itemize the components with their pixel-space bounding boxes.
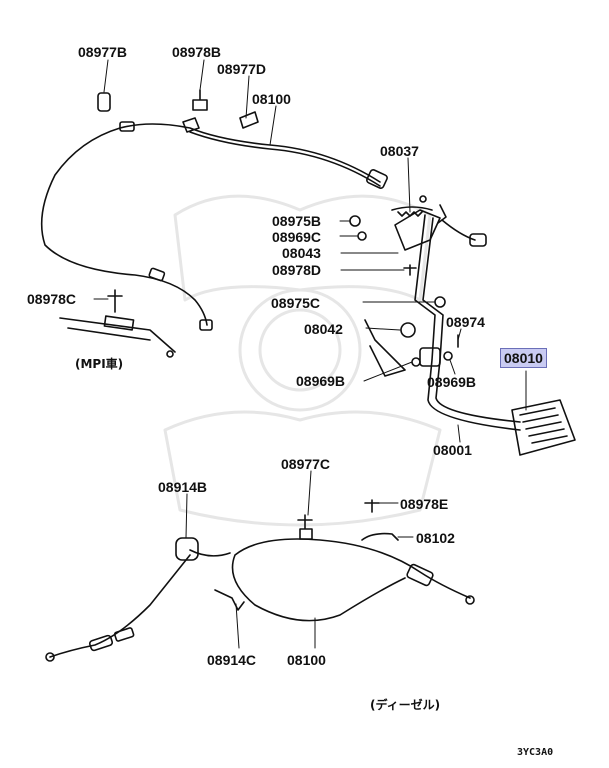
part-label-08975c: 08975C <box>271 295 321 311</box>
part-label-08100-lower: 08100 <box>287 652 326 668</box>
part-label-08037: 08037 <box>380 143 419 159</box>
part-label-08978c: 08978C <box>27 291 77 307</box>
note-diesel: (ディーゼル) <box>370 698 441 712</box>
part-label-08969c: 08969C <box>272 229 322 245</box>
lower-accelerator-cable <box>231 538 471 622</box>
clamp-08977b <box>97 92 111 112</box>
part-label-08914b: 08914B <box>158 479 208 495</box>
part-label-08043: 08043 <box>282 245 321 261</box>
part-label-08978e: 08978E <box>400 496 449 512</box>
figure-code: 3YC3A0 <box>517 747 554 758</box>
part-label-08975b: 08975B <box>272 213 322 229</box>
part-label-08001: 08001 <box>433 442 472 458</box>
part-label-08914c: 08914C <box>207 652 257 668</box>
watermark-emblem <box>163 194 442 527</box>
part-label-08977c: 08977C <box>281 456 331 472</box>
part-label-08978d: 08978D <box>272 262 322 278</box>
cable-bracket-08914b <box>175 537 199 561</box>
part-label-08100-upper: 08100 <box>252 91 291 107</box>
part-label-08969b-right: 08969B <box>427 374 477 390</box>
part-label-08102: 08102 <box>416 530 455 546</box>
part-label-08010-highlighted[interactable]: 08010 <box>500 348 547 368</box>
pedal-arm <box>414 214 521 431</box>
upper-accelerator-cable <box>40 123 381 326</box>
part-label-08974: 08974 <box>446 314 485 330</box>
part-label-08978b: 08978B <box>172 44 222 60</box>
part-label-08977b: 08977B <box>78 44 128 60</box>
note-mpi: (MPI車) <box>75 357 124 371</box>
part-label-08969b-left: 08969B <box>296 373 346 389</box>
part-label-08042: 08042 <box>304 321 343 337</box>
part-label-08977d: 08977D <box>217 61 267 77</box>
pedal-pad <box>511 399 576 456</box>
